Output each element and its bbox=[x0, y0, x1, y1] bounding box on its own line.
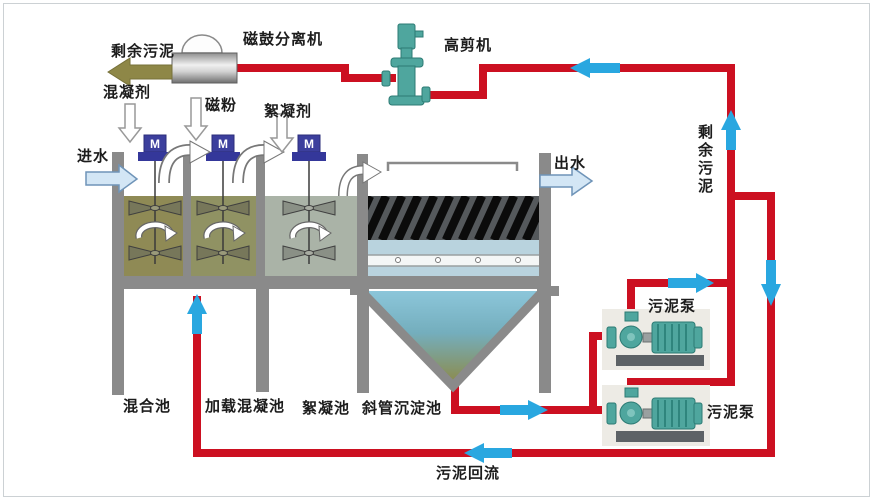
drum-dome bbox=[181, 34, 223, 54]
sludge-pump-1 bbox=[602, 309, 710, 370]
motor-2-letter: M bbox=[218, 137, 228, 151]
flow-arrow-right-pump1-out bbox=[668, 273, 714, 293]
coagulant-label: 混凝剂 bbox=[103, 85, 152, 101]
leg-1 bbox=[112, 289, 124, 395]
inclined-tube-settling-tank-label: 斜管沉淀池 bbox=[362, 401, 443, 417]
weir-arrow-3 bbox=[338, 161, 382, 197]
effluent-label: 出水 bbox=[554, 156, 587, 172]
magnetic-drum-separator bbox=[171, 34, 238, 84]
flow-arrows bbox=[187, 58, 781, 463]
pipe-shear-main-vertical bbox=[424, 64, 735, 398]
influent-label: 进水 bbox=[77, 149, 110, 165]
high-shear-machine bbox=[381, 23, 431, 106]
tank-bottom bbox=[112, 276, 551, 289]
tank-walls bbox=[112, 152, 551, 395]
flow-arrow-left-return bbox=[464, 443, 512, 463]
wall-divider-3 bbox=[357, 154, 368, 276]
weir-arrow-1 bbox=[158, 140, 212, 184]
sludge-pump-2-label: 污泥泵 bbox=[707, 405, 756, 421]
impeller-2 bbox=[196, 200, 250, 261]
flow-arrow-down-branch bbox=[761, 260, 781, 306]
sludge-pump-1-label: 污泥泵 bbox=[648, 299, 697, 315]
effluent-launder bbox=[386, 161, 519, 171]
pipe-drum-to-shear bbox=[237, 64, 396, 82]
flocculant-label: 絮凝剂 bbox=[264, 104, 313, 120]
mixing-tank-label: 混合池 bbox=[123, 399, 172, 415]
rotation-arrow-2 bbox=[203, 221, 246, 242]
pipe-sludge-return bbox=[193, 192, 775, 457]
wall-divider-2 bbox=[256, 152, 265, 276]
flow-arrow-right-hopper-out bbox=[500, 400, 548, 420]
dosing-arrows bbox=[117, 97, 295, 154]
settling-hopper bbox=[350, 285, 559, 393]
high-shear-label: 高剪机 bbox=[444, 38, 493, 54]
effluent-arrow bbox=[539, 165, 594, 197]
mixer-motor-3 bbox=[282, 134, 336, 264]
magnetic-powder-label: 磁粉 bbox=[205, 98, 238, 114]
impeller-3 bbox=[282, 200, 336, 261]
flow-arrow-up-main bbox=[721, 110, 741, 150]
sludge-pump-2 bbox=[602, 385, 710, 446]
leg-3 bbox=[357, 289, 369, 393]
drum-separator-label: 磁鼓分离机 bbox=[243, 32, 324, 48]
motor-3-letter: M bbox=[304, 137, 314, 151]
sludge-return-label: 污泥回流 bbox=[436, 466, 501, 482]
flow-arrow-left-top bbox=[570, 58, 620, 78]
collection-pipe bbox=[368, 254, 539, 267]
flocculation-tank-label: 絮凝池 bbox=[302, 401, 351, 417]
weir-arrow-2 bbox=[232, 140, 286, 184]
tube-settler-media bbox=[368, 196, 539, 240]
dosing-arrow-flocculant bbox=[269, 113, 295, 154]
surplus-sludge-line-label: 剩余污泥 bbox=[696, 124, 712, 196]
flow-arrow-up-recycle bbox=[187, 294, 207, 334]
dosing-arrow-magnetic-powder bbox=[183, 97, 209, 142]
motor-1-letter: M bbox=[150, 137, 160, 151]
wall-divider-1 bbox=[183, 152, 191, 276]
surplus-sludge-top-label: 剩余污泥 bbox=[111, 44, 176, 60]
impeller-1 bbox=[128, 200, 182, 261]
mixer-motor-1 bbox=[128, 134, 182, 264]
surplus-sludge-arrow bbox=[107, 57, 173, 87]
mixer-motor-2 bbox=[196, 134, 250, 264]
influent-arrow bbox=[85, 163, 139, 194]
rotation-arrow-1 bbox=[135, 221, 178, 242]
leg-2 bbox=[256, 289, 269, 392]
wall-right bbox=[539, 153, 551, 393]
rotation-arrow-3 bbox=[289, 221, 332, 242]
dosing-arrow-coagulant bbox=[117, 103, 143, 144]
loaded-coagulation-tank-label: 加载混凝池 bbox=[205, 399, 286, 415]
